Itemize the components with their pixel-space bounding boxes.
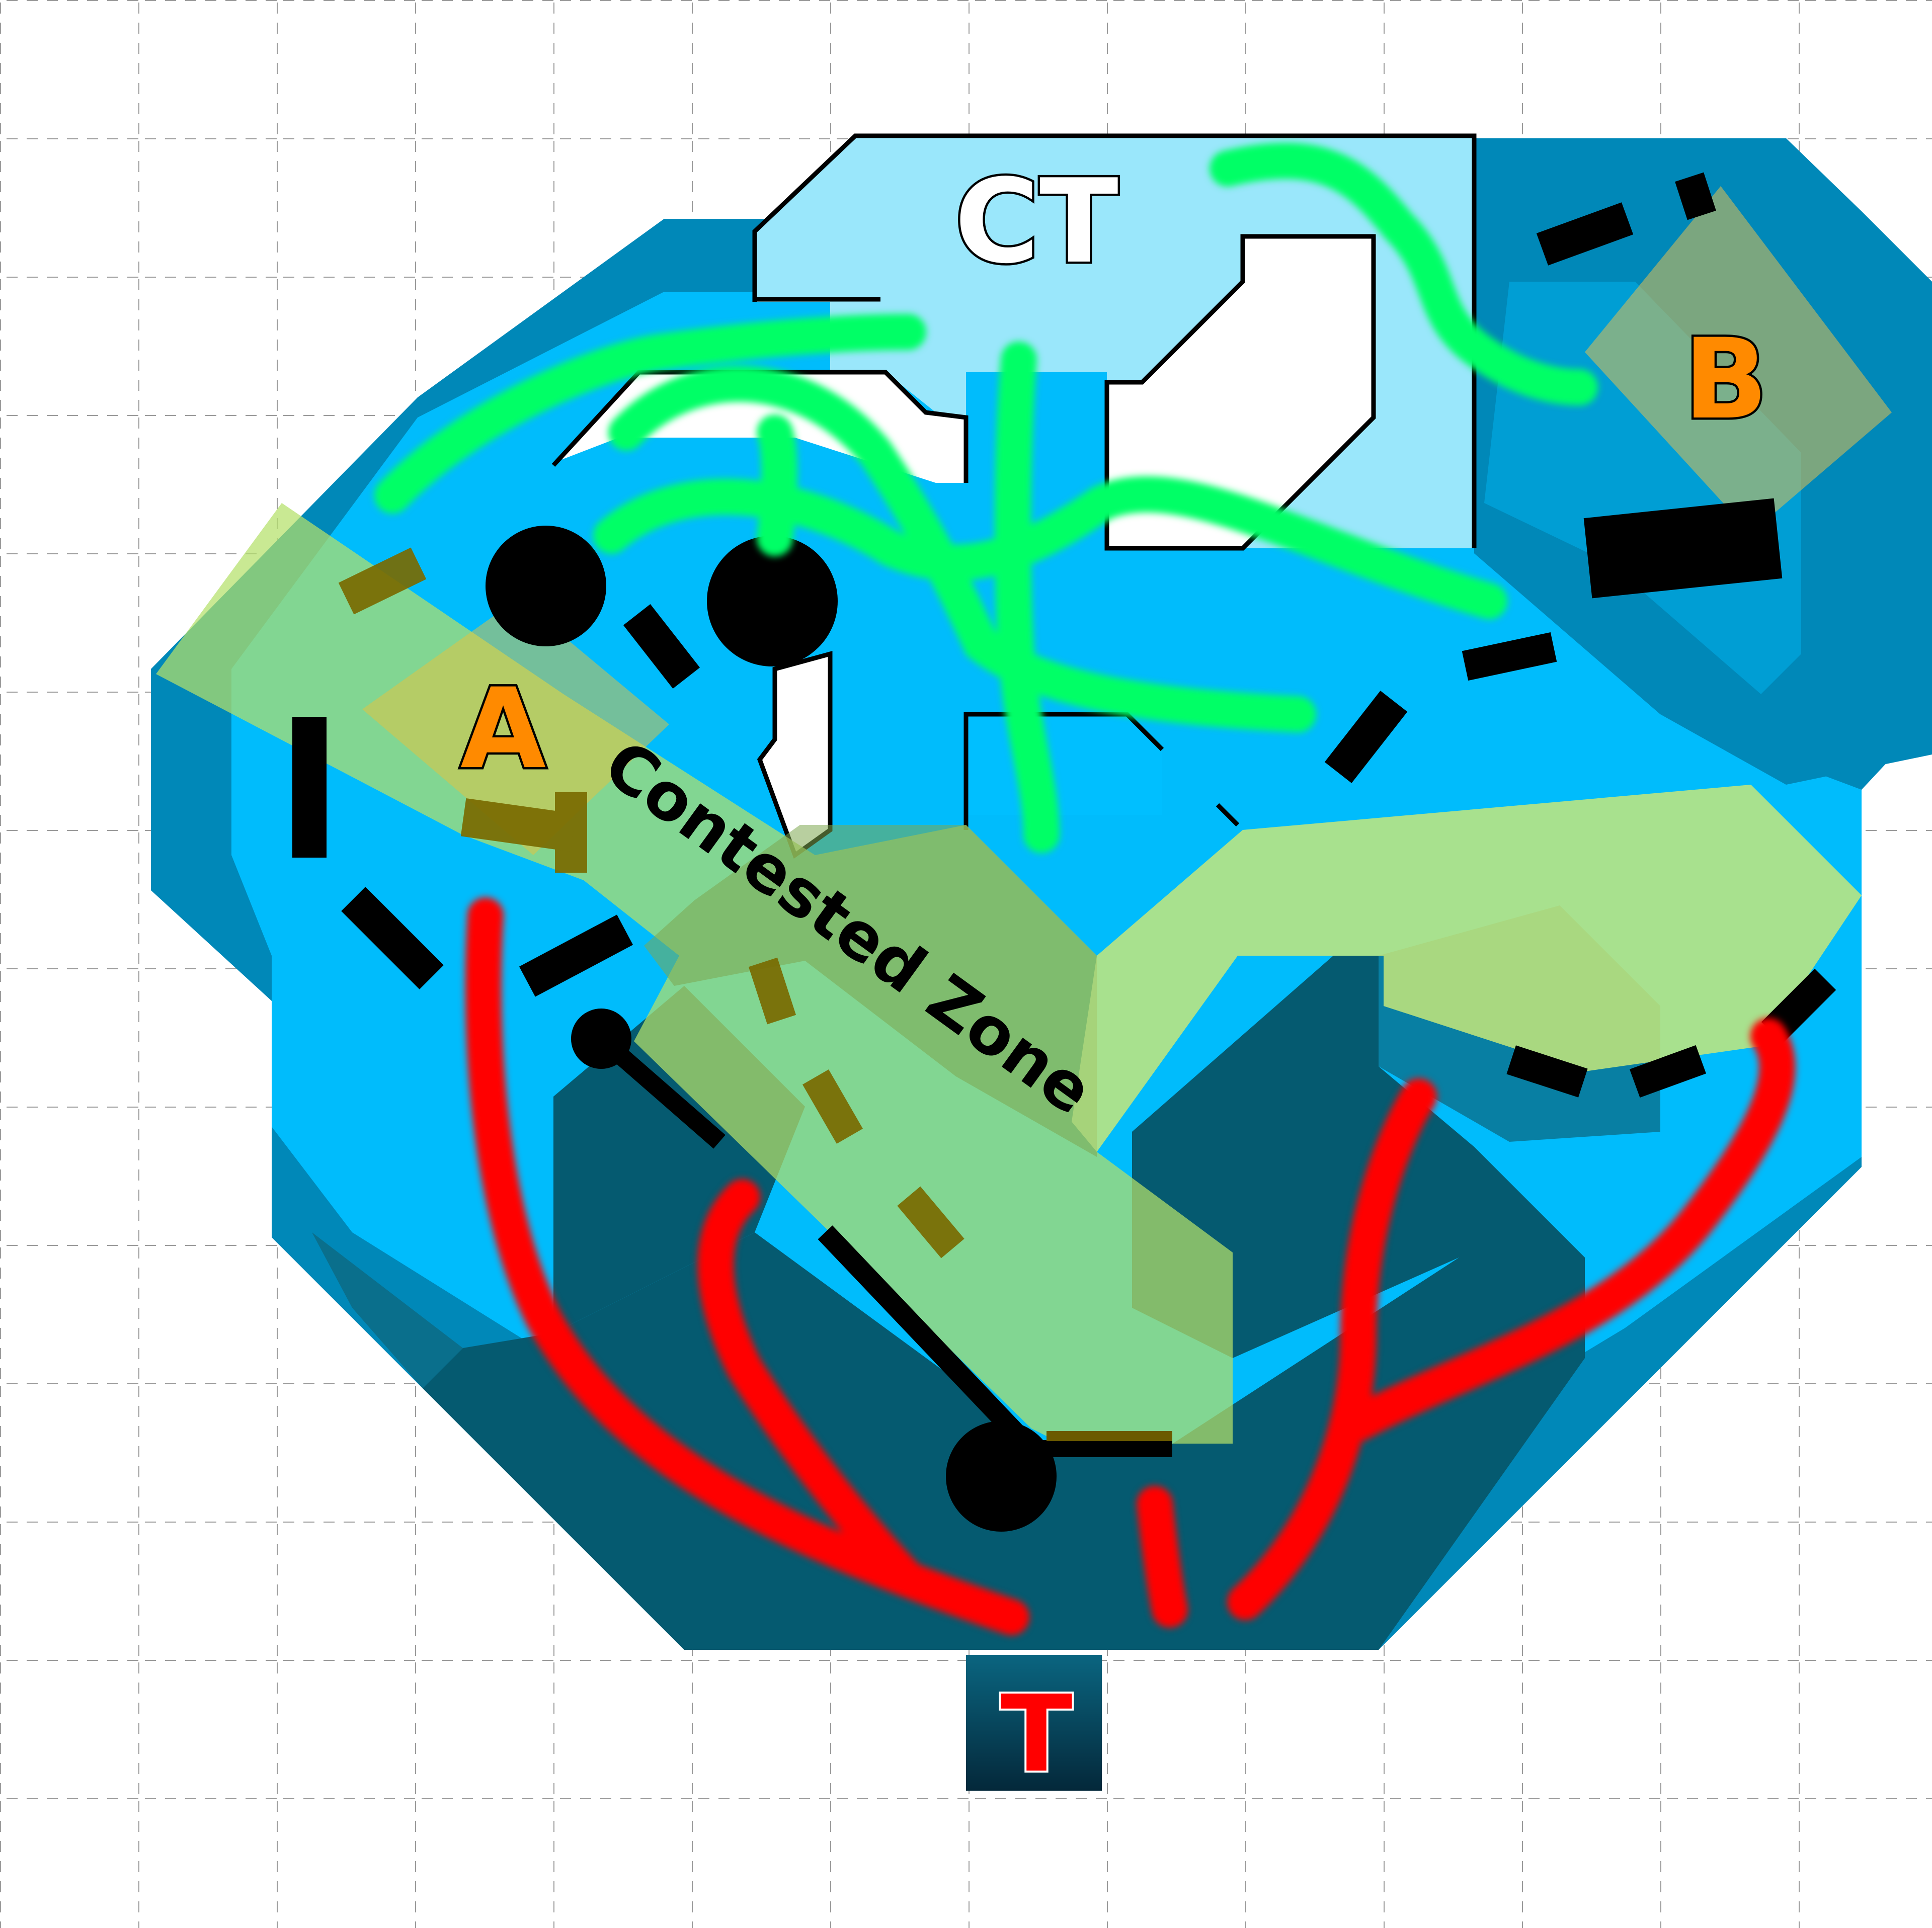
walls-with-posts [486, 526, 1172, 1532]
ct-routes [374, 142, 1598, 853]
cover-box [802, 1069, 863, 1144]
cover-bar [1324, 691, 1408, 783]
site-b-marker [1585, 186, 1892, 533]
cover-bar [1536, 202, 1634, 266]
t-spawn-block [966, 1655, 1102, 1791]
site-a-marker [362, 599, 669, 855]
pillar-post [486, 526, 606, 646]
ct-route [374, 314, 926, 514]
cover-bar [1675, 172, 1716, 220]
wall-post [946, 1421, 1057, 1532]
cover-box [897, 1186, 964, 1259]
building-ct-right [1104, 234, 1376, 551]
t-route [1227, 1078, 1437, 1620]
cover-bar [519, 914, 633, 997]
pillar-post [707, 536, 838, 666]
ct-route [995, 342, 1060, 853]
ct-route [757, 414, 797, 556]
cover-box [748, 957, 796, 1025]
t-route [465, 897, 1029, 1635]
building-mid-right [966, 714, 1162, 815]
cover-box [460, 798, 576, 852]
cover-bar [1506, 1045, 1588, 1098]
site-b-label: B [1683, 315, 1768, 444]
cover-bar [1583, 498, 1783, 599]
t-route [1137, 1486, 1188, 1628]
t-route [1340, 1018, 1796, 1442]
site-a-label: A [460, 664, 546, 793]
cover-box [338, 547, 427, 615]
cover-bar [623, 604, 700, 689]
t-spawn-label: T [1000, 1672, 1072, 1796]
wall-post [571, 1009, 631, 1069]
t-route [697, 1179, 926, 1598]
ct-spawn-label: CT [954, 155, 1118, 289]
cover-bar [292, 717, 327, 858]
cover-bar [1629, 1045, 1707, 1098]
ct-route [1210, 142, 1598, 405]
cover-bar [1462, 632, 1557, 681]
t-routes [465, 897, 1796, 1635]
cover-bar [341, 887, 444, 989]
